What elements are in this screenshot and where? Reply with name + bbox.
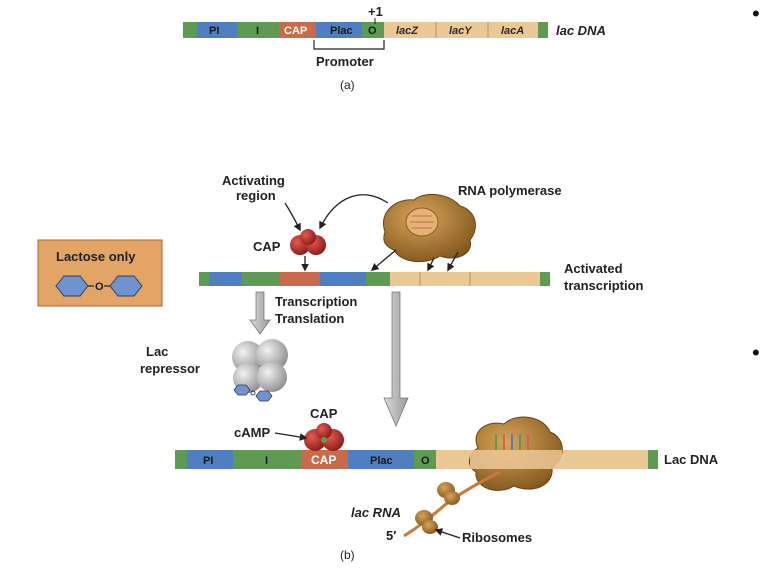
- segment-label-o-b: O: [421, 455, 430, 467]
- plus-one-label: +1: [368, 4, 383, 19]
- lac-repressor-line1: Lac: [146, 344, 168, 359]
- lactose-only-label: Lactose only: [56, 249, 136, 264]
- lac-rna-strand: [403, 470, 501, 538]
- translation-label: Translation: [275, 311, 344, 326]
- gene-label-lacy: lacY: [449, 25, 473, 37]
- lac-repressor-line2: repressor: [140, 361, 200, 376]
- segment-label-pi: PI: [209, 25, 219, 37]
- gene-label-laca: lacA: [501, 25, 524, 37]
- rna-polymerase-top: [382, 193, 476, 263]
- lac-dna-label-a: lac DNA: [556, 23, 606, 38]
- ribosome-1: [437, 482, 460, 505]
- side-bullet-1: •: [752, 1, 760, 26]
- cap-protein-top: [290, 229, 326, 255]
- lac-dna-label-bottom: Lac DNA: [664, 452, 719, 467]
- activating-region-line1: Activating: [222, 173, 285, 188]
- long-gray-arrow: [383, 291, 409, 428]
- lac-dna-bar-a: [183, 22, 548, 38]
- lac-repressor-protein: [232, 339, 288, 402]
- cap-label-top: CAP: [253, 239, 281, 254]
- promoter-bracket: [313, 40, 385, 50]
- ribosomes-label: Ribosomes: [462, 530, 532, 545]
- segment-label-i-b: I: [265, 455, 268, 467]
- lactose-only-box: Lactose only O: [37, 239, 163, 307]
- side-bullet-2: •: [752, 340, 760, 365]
- segment-label-pi-b: PI: [203, 455, 213, 467]
- segment-label-plac-b: Plac: [370, 455, 393, 467]
- camp-label: cAMP: [234, 425, 270, 440]
- camp-molecule: [321, 437, 327, 443]
- segment-label-cap: CAP: [284, 25, 307, 37]
- cap-protein-bottom: [304, 423, 344, 451]
- segment-label-plac: Plac: [330, 25, 353, 37]
- rna-polymerase-bottom: [469, 416, 563, 491]
- lactose-link-label: O: [95, 281, 104, 293]
- ribosome-2: [415, 510, 438, 534]
- transcription-arrow: [249, 291, 271, 335]
- segment-label-cap-b: CAP: [311, 453, 336, 467]
- gene-label-lacz: lacZ: [396, 25, 419, 37]
- promoter-label: Promoter: [316, 54, 374, 69]
- activated-transcription-line1: Activated: [564, 261, 623, 276]
- rna-polymerase-label: RNA polymerase: [458, 183, 562, 198]
- transcription-label: Transcription: [275, 294, 357, 309]
- segment-label-o: O: [368, 25, 377, 37]
- panel-a: PI I CAP Plac O lacZ lacY lacA +1 lac DN…: [183, 4, 606, 92]
- cap-label-bottom: CAP: [310, 406, 338, 421]
- activating-region-line2: region: [236, 188, 276, 203]
- activated-dna-bar: [199, 272, 550, 286]
- panel-a-caption: (a): [340, 78, 355, 92]
- lactose-hexagon-right: [109, 275, 143, 297]
- lac-dna-bar-bottom: [175, 450, 658, 469]
- segment-label-i: I: [256, 25, 259, 37]
- lac-rna-label: lac RNA: [351, 505, 401, 520]
- panel-b: Lactose only O CAP Activ: [37, 173, 719, 562]
- panel-b-caption: (b): [340, 548, 355, 562]
- five-prime-label: 5′: [386, 528, 396, 543]
- activated-transcription-line2: transcription: [564, 278, 644, 293]
